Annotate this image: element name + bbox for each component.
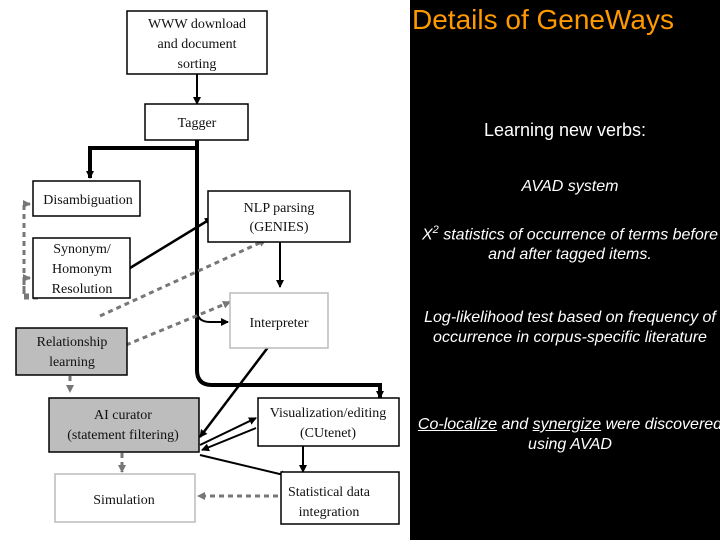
arrow-tagger-to-visualization [195, 148, 384, 399]
dashed-arrow-relationship-to-interpreter [125, 300, 231, 347]
relationship-label-1: Relationship [37, 335, 108, 350]
synonym-label-2: Homonym [52, 262, 112, 277]
box-statistical-integration [280, 471, 400, 525]
dashed-arrow-relationship-to-synonym [22, 274, 38, 300]
www-label-3: sorting [178, 57, 217, 72]
nlp-label-1: NLP parsing [244, 201, 315, 216]
box-tagger [144, 103, 249, 141]
visualization-label-2: (CUtenet) [300, 426, 356, 441]
arrow-synonym-to-nlp [129, 216, 213, 270]
box-www-download [126, 10, 268, 75]
slide-title: Details of GeneWays [412, 4, 674, 35]
arrow-visualization-to-ai [201, 427, 257, 452]
arrow-interpreter-to-ai [199, 341, 273, 438]
box-simulation [54, 473, 196, 523]
box-synonym-resolution [32, 237, 131, 299]
box-ai-curator [48, 397, 200, 453]
ai-curator-label-2: (statement filtering) [67, 428, 179, 443]
discovery-paragraph: Co-localize and synergize were discovere… [410, 415, 720, 455]
statistical-label-2: integration [299, 505, 360, 520]
chi-symbol: X [421, 226, 433, 244]
box-visualization [257, 397, 400, 447]
box-interpreter [229, 292, 329, 349]
arrow-to-interpreter [196, 300, 229, 326]
arrow-ai-to-visualization [199, 417, 257, 446]
arrow-tagger-to-disambiguation [86, 140, 199, 179]
disambiguation-label: Disambiguation [43, 193, 132, 208]
simulation-label: Simulation [93, 493, 154, 508]
geneways-flow-diagram: WWW download and document sorting Tagger… [15, 10, 400, 525]
diagram-panel: WWW download and document sorting Tagger… [0, 0, 410, 540]
dashed-arrow-relationship-to-nlp [99, 238, 267, 318]
relationship-label-2: learning [49, 355, 95, 370]
box-disambiguation [32, 180, 141, 217]
www-label-2: and document [158, 37, 237, 52]
synonym-label-3: Resolution [52, 282, 113, 297]
www-label-1: WWW download [148, 17, 246, 32]
slide-subtitle: Learning new verbs: [483, 120, 647, 140]
chi-text: statistics of occurrence of terms before… [438, 226, 718, 264]
arrow-ai-to-statistical [199, 454, 289, 479]
box-relationship-learning [15, 327, 128, 376]
colocalize-term: Co-localize [417, 416, 498, 433]
chi-square-paragraph: X2 statistics of occurrence of terms bef… [410, 220, 720, 265]
box-nlp-parsing [207, 190, 351, 243]
visualization-label-1: Visualization/editing [270, 406, 387, 421]
statistical-label-1: Statistical data [288, 485, 371, 500]
interpreter-label: Interpreter [249, 316, 308, 331]
text-panel: Details of GeneWays Learning new verbs: … [410, 0, 720, 540]
discovered-text: were discovered using AVAD [528, 416, 720, 453]
synonym-label-1: Synonym/ [53, 242, 111, 257]
log-likelihood-paragraph: Log-likelihood test based on frequency o… [424, 309, 716, 346]
nlp-label-2: (GENIES) [249, 220, 308, 235]
chi-superscript: 2 [432, 224, 439, 236]
ai-curator-label-1: AI curator [94, 408, 152, 423]
dashed-arrow-relationship-to-disambiguation [22, 200, 38, 297]
and-text: and [497, 416, 533, 433]
tagger-label: Tagger [178, 116, 217, 131]
synergize-term: synergize [532, 416, 602, 433]
avad-heading: AVAD system [521, 178, 619, 195]
